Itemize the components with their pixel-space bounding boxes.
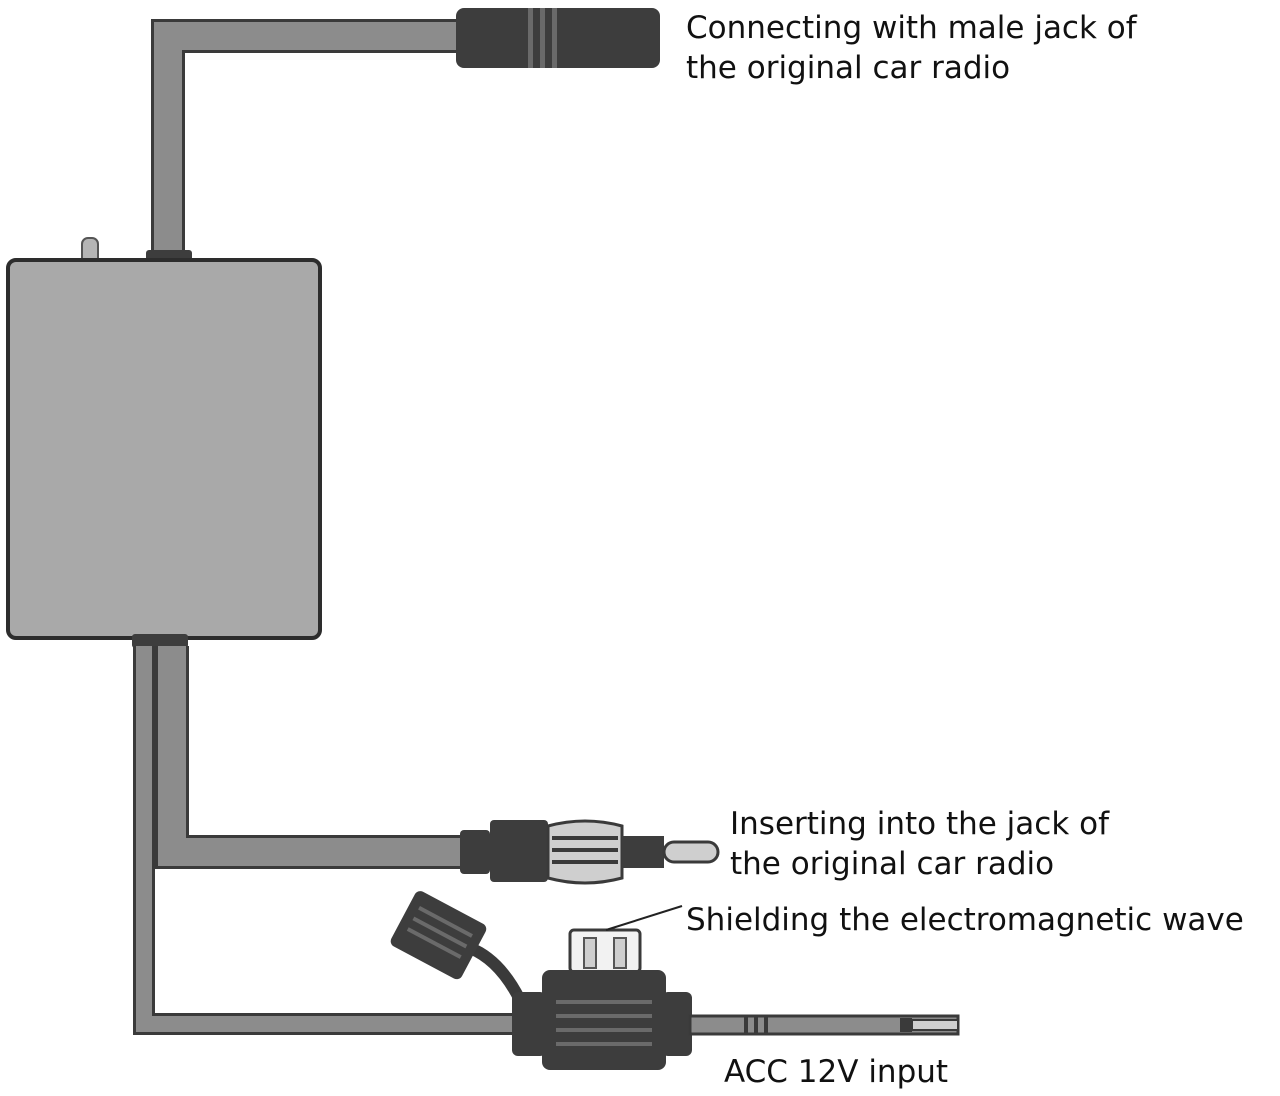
power-cable xyxy=(133,646,530,1035)
top-cable xyxy=(151,19,468,258)
antenna-male-plug xyxy=(460,819,720,885)
label-acc-text: ACC 12V input xyxy=(724,1054,949,1090)
bottom-grommet xyxy=(132,634,188,648)
top-female-connector xyxy=(456,8,660,68)
label-mid-line1: Inserting into the jack of xyxy=(730,806,1110,842)
label-acc-input: ACC 12V input xyxy=(724,1052,948,1092)
middle-cable xyxy=(155,646,468,869)
label-top-connector: Connecting with male jack of the origina… xyxy=(686,8,1137,88)
blade-fuse xyxy=(568,928,642,974)
label-shield: Shielding the electromagnetic wave xyxy=(686,900,1244,940)
label-shield-text: Shielding the electromagnetic wave xyxy=(686,902,1244,938)
fuse-holder xyxy=(512,970,692,1070)
label-mid-line2: the original car radio xyxy=(730,846,1055,882)
shield-leader-line xyxy=(605,905,683,931)
power-wire-out xyxy=(688,1014,960,1036)
label-top-line2: the original car radio xyxy=(686,50,1011,86)
label-top-line1: Connecting with male jack of xyxy=(686,10,1137,46)
adapter-box xyxy=(6,258,322,640)
fuse-cap xyxy=(390,891,526,1003)
label-antenna-plug: Inserting into the jack of the original … xyxy=(730,804,1109,884)
